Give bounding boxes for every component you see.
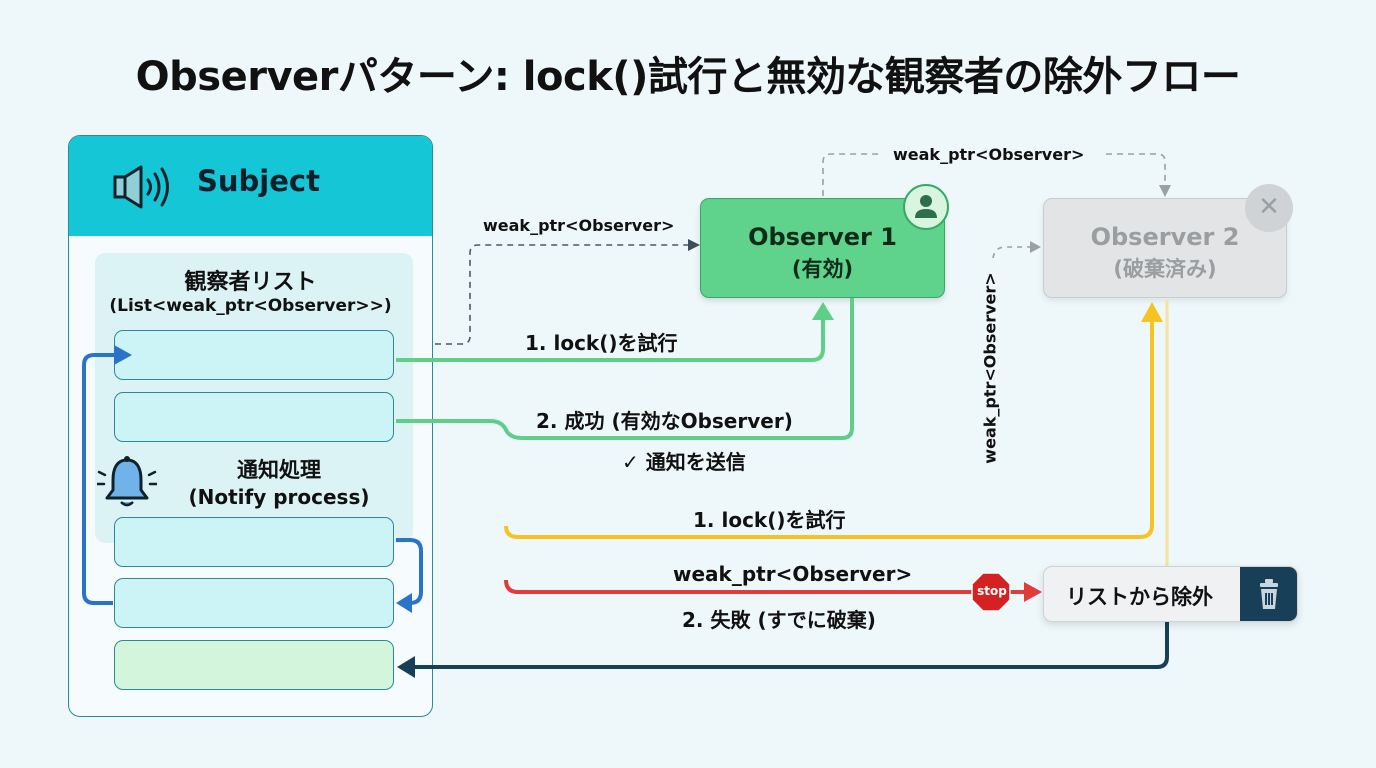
edge-label-weak-ptr-top: weak_ptr<Observer> xyxy=(893,145,1085,164)
arrow-head xyxy=(1030,241,1041,253)
observer-1-name: Observer 1 xyxy=(748,223,897,251)
subject-title: Subject xyxy=(197,164,320,198)
observer-2-name: Observer 2 xyxy=(1090,223,1240,251)
arrow-head xyxy=(1159,185,1171,197)
edge-label-lock-try-2: 1. lock()を試行 xyxy=(693,508,846,532)
list-slot-3[interactable] xyxy=(114,517,394,567)
remove-from-list-node[interactable]: リストから除外 xyxy=(1043,566,1298,622)
observer-list-title: 観察者リスト xyxy=(184,270,317,295)
list-slot-cleaned[interactable] xyxy=(114,640,394,690)
edge-label-weak-ptr-vertical: weak_ptr<Observer> xyxy=(980,272,1000,464)
trash-icon xyxy=(1260,579,1278,609)
edge-label-success: 2. 成功 (有効なObserver) xyxy=(536,409,793,433)
close-icon: ✕ xyxy=(1245,184,1293,232)
page-title: Observerパターン: lock()試行と無効な観察者の除外フロー xyxy=(135,54,1241,100)
weak-ptr-edge-top xyxy=(822,153,880,196)
list-slot-1[interactable] xyxy=(114,330,394,380)
list-slot-4[interactable] xyxy=(114,578,394,628)
edge-label-fail: 2. 失敗 (すでに破棄) xyxy=(682,608,876,632)
notify-subtitle: (Notify process) xyxy=(188,485,370,509)
arrow-head xyxy=(1024,582,1042,602)
observer-2-status: (破棄済み) xyxy=(1113,257,1217,281)
arrow-head xyxy=(812,302,834,320)
observer-1-status: (有効) xyxy=(791,257,854,281)
observer-list-type: (List<weak_ptr<Observer>>) xyxy=(109,296,392,316)
remove-from-list-label: リストから除外 xyxy=(1066,585,1213,609)
subject-panel: Subject 観察者リスト (List<weak_ptr<Observer>>… xyxy=(68,135,433,717)
weak-ptr-edge-top-right xyxy=(1106,153,1166,186)
speaker-icon xyxy=(111,164,175,214)
stop-sign-label: stop xyxy=(977,584,1007,598)
edge-label-send-notify: ✓ 通知を送信 xyxy=(622,450,746,474)
observer-2-node[interactable]: Observer 2 (破棄済み) xyxy=(1043,198,1287,298)
edge-label-weak-ptr-obs1: weak_ptr<Observer> xyxy=(483,216,675,235)
arrow-head xyxy=(1141,302,1163,322)
notify-title: 通知処理 xyxy=(237,458,321,482)
weak-ptr-edge-vertical xyxy=(992,246,1030,259)
bell-icon xyxy=(95,454,159,514)
edge-label-weak-ptr-fail: weak_ptr<Observer> xyxy=(673,562,913,586)
list-slot-2[interactable] xyxy=(114,392,394,442)
arrow-head xyxy=(688,239,700,251)
person-icon xyxy=(903,184,949,230)
trash-button[interactable] xyxy=(1240,567,1297,621)
edge-label-lock-try-1: 1. lock()を試行 xyxy=(525,331,678,355)
